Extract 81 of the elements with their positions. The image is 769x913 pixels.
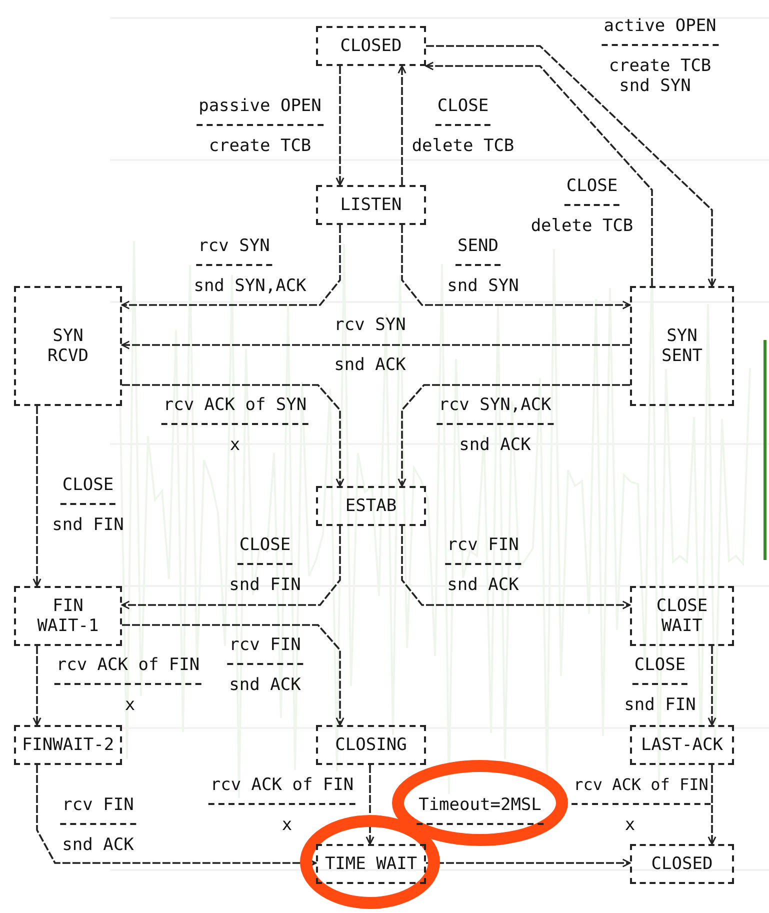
state-name: CLOSE WAIT (655, 596, 709, 636)
transition-label: snd FIN (228, 575, 302, 595)
arrow (398, 65, 406, 185)
state-name: SYN SENT (660, 326, 704, 366)
arrow (121, 340, 630, 350)
state-box (630, 725, 734, 765)
transition-label: snd ACK (228, 675, 302, 695)
transition-label: snd FIN (623, 695, 697, 715)
transition-label: delete TCB (530, 216, 634, 236)
arrow (401, 526, 631, 610)
transition-label: snd ACK (446, 575, 520, 595)
state-name: FINWAIT-2 (22, 735, 114, 755)
arrow (708, 646, 716, 726)
state-box (14, 586, 122, 646)
state-name: CLOSING (335, 735, 407, 755)
transition-label: rcv ACK of FIN (572, 775, 710, 805)
transition-label: x (228, 435, 242, 455)
arrow (708, 765, 716, 845)
arrow (122, 624, 344, 726)
arrow (32, 646, 42, 726)
transition-label: delete TCB (410, 136, 516, 156)
arrow (122, 384, 344, 487)
state-box (14, 725, 122, 765)
state-name: SYN RCVD (46, 326, 90, 366)
transition-label: active OPEN (602, 16, 718, 46)
transition-label: CLOSE (564, 176, 620, 206)
state-box (316, 185, 426, 225)
transition-label: CLOSE (632, 655, 688, 685)
state-name: LAST-ACK (641, 735, 723, 755)
arrow (398, 384, 630, 487)
transition-label: CLOSE (237, 535, 293, 565)
state-name: CLOSED (340, 36, 402, 56)
state-box (630, 586, 734, 646)
transition-label: CLOSE (60, 475, 116, 505)
arrow (32, 406, 42, 587)
arrow (366, 765, 374, 845)
transition-label: rcv FIN (60, 795, 136, 825)
transition-label: rcv ACK of SYN (161, 395, 309, 425)
state-box (14, 286, 122, 406)
arrow (336, 66, 344, 186)
state-name: LISTEN (340, 195, 402, 215)
state-name: TIME WAIT (324, 854, 418, 874)
transition-label: snd SYN (618, 76, 692, 96)
transition-label: CLOSE (435, 96, 491, 126)
transition-label: Timeout=2MSL (416, 795, 544, 825)
transition-label: snd ACK (458, 435, 532, 455)
transition-label: snd SYN,ACK (192, 276, 308, 296)
transition-label: snd ACK (333, 355, 407, 375)
state-box (316, 844, 426, 884)
transition-label: rcv SYN (196, 236, 272, 266)
state-box (316, 26, 426, 66)
transition-label: snd FIN (51, 515, 125, 535)
state-box (316, 486, 426, 526)
transition-label: snd ACK (61, 835, 135, 855)
transition-label: rcv ACK of FIN (208, 775, 356, 805)
arrow (426, 45, 716, 287)
transition-label: rcv ACK of FIN (54, 655, 202, 685)
transition-label: rcv FIN (445, 535, 521, 565)
transition-label: create TCB (208, 136, 312, 156)
arrow (121, 225, 341, 310)
state-name: FIN WAIT-1 (36, 596, 100, 636)
arrow (121, 526, 341, 610)
arrow (36, 765, 317, 868)
transition-label: snd SYN (446, 276, 520, 296)
arrow (425, 62, 653, 286)
state-box (630, 286, 734, 406)
state-name: ESTAB (345, 496, 397, 516)
transition-label: passive OPEN (196, 96, 324, 126)
transition-label: x (624, 815, 636, 835)
arrow (401, 225, 631, 310)
transition-label: create TCB (608, 56, 712, 76)
transition-label: rcv SYN (333, 315, 407, 335)
state-name: CLOSED (651, 854, 713, 874)
transition-label: x (280, 815, 294, 835)
transition-label: SEND (456, 236, 500, 266)
state-box (316, 725, 426, 765)
transition-label: rcv FIN (227, 635, 303, 665)
state-box (630, 844, 734, 884)
transition-label: x (124, 695, 136, 715)
arrow (426, 858, 631, 868)
transition-label: rcv SYN,ACK (436, 395, 554, 425)
